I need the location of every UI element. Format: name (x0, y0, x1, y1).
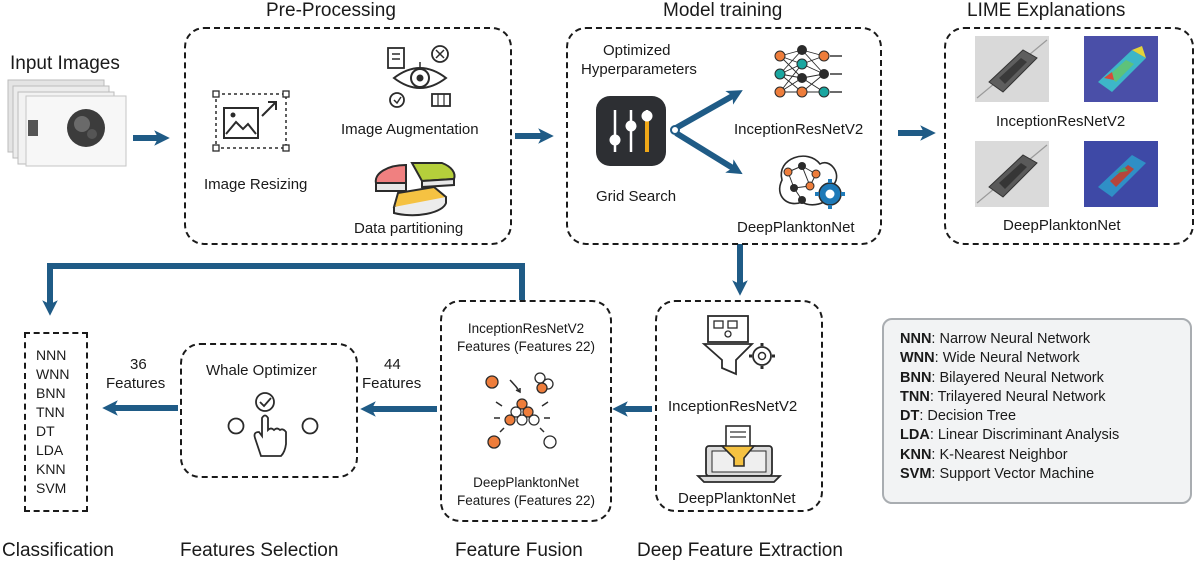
legend-full: : Wide Neural Network (934, 350, 1080, 367)
lime-box (944, 27, 1194, 245)
legend-abbr: WNN (900, 350, 935, 367)
lime-inception-heatmap-image (1084, 36, 1158, 102)
lime-model2-label: DeepPlanktonNet (1003, 217, 1121, 234)
legend-full: : K-Nearest Neighbor (931, 446, 1068, 463)
legend-full: : Bilayered Neural Network (931, 369, 1104, 386)
arrow-fusion-to-classification (42, 263, 525, 316)
grid-search-icon (596, 96, 666, 166)
legend-row: SVM: Support Vector Machine (900, 465, 1190, 484)
lime-model1-label: InceptionResNetV2 (996, 113, 1126, 130)
fusion-title: Feature Fusion (455, 540, 583, 561)
lime-deepplankton-original-image (975, 141, 1049, 207)
input-image-stack (7, 79, 127, 167)
legend-full: : Narrow Neural Network (931, 331, 1091, 347)
legend-full: : Trilayered Neural Network (929, 388, 1106, 405)
extraction-model1-label: InceptionResNetV2 (668, 398, 798, 415)
whale-optimizer-icon (227, 392, 319, 457)
selection-title: Features Selection (180, 540, 339, 561)
fusion-bottom-line1: DeepPlanktonNet (473, 475, 579, 490)
extraction-title: Deep Feature Extraction (637, 540, 843, 561)
selection-count-label: Features (106, 375, 166, 392)
training-title: Model training (663, 0, 783, 21)
legend-abbr: NNN (900, 331, 932, 347)
arrow-grid-to-model1 (674, 90, 743, 131)
deepplankton-network-icon (778, 155, 845, 209)
fusion-top-line1: InceptionResNetV2 (467, 321, 585, 336)
fusion-count-label: Features (362, 375, 422, 392)
fusion-top-label: InceptionResNetV2 Features (Features 22) (446, 320, 606, 356)
classification-box (24, 332, 88, 512)
legend-row: KNN: K-Nearest Neighbor (900, 446, 1190, 465)
classifier-item: DT (36, 423, 55, 439)
image-resizing-label: Image Resizing (204, 176, 308, 193)
lime-title: LIME Explanations (967, 0, 1126, 21)
legend-row: LDA: Linear Discriminant Analysis (900, 426, 1190, 445)
legend-abbr: LDA (900, 427, 930, 444)
data-partitioning-icon (374, 162, 456, 217)
preprocessing-title: Pre-Processing (266, 0, 396, 21)
fusion-count-number: 44 (384, 356, 401, 373)
hyperparameters-label-line1: Optimized (603, 42, 671, 59)
training-model1-label: InceptionResNetV2 (734, 121, 864, 138)
legend-full: : Support Vector Machine (931, 466, 1095, 483)
classifier-item: BNN (36, 385, 66, 401)
classifier-item: SVM (36, 480, 67, 496)
classifier-item: TNN (36, 404, 65, 420)
classifier-item: KNN (36, 461, 66, 477)
preprocessing-box (184, 27, 512, 245)
legend-row: BNN: Bilayered Neural Network (900, 369, 1190, 388)
grid-branch-node (670, 125, 680, 135)
legend-row: DT: Decision Tree (900, 407, 1190, 426)
legend-abbr: TNN (900, 388, 930, 405)
data-partitioning-label: Data partitioning (354, 220, 464, 237)
inception-network-icon (774, 45, 842, 98)
legend-abbr: SVM (900, 466, 932, 483)
selection-box (180, 343, 358, 478)
legend-row: NNN: Narrow Neural Network (900, 330, 1190, 349)
legend-full: : Decision Tree (919, 408, 1017, 425)
classifier-item: NNN (36, 347, 67, 363)
lime-inception-original-image (975, 36, 1049, 102)
fusion-top-line2: Features (Features 22) (456, 339, 596, 354)
selection-count-number: 36 (130, 356, 147, 373)
legend-abbr: BNN (900, 369, 932, 386)
inception-extraction-icon (701, 315, 775, 376)
classifier-item: LDA (36, 442, 64, 458)
legend-row: WNN: Wide Neural Network (900, 349, 1190, 368)
classifier-list: NNN WNN BNN TNN DT LDA KNN SVM (36, 346, 69, 498)
legend-abbr: DT (900, 408, 920, 425)
fusion-box (440, 300, 612, 522)
deepplankton-extraction-icon (695, 425, 783, 483)
legend-abbr: KNN (900, 446, 932, 463)
grid-search-label: Grid Search (596, 188, 677, 205)
abbreviation-legend: NNN: Narrow Neural Network WNN: Wide Neu… (882, 318, 1192, 504)
image-augmentation-icon (387, 45, 451, 108)
training-box (566, 27, 882, 245)
fusion-bottom-line2: Features (Features 22) (456, 493, 596, 508)
image-resizing-icon (212, 90, 290, 152)
classification-title: Classification (2, 540, 114, 561)
extraction-box (655, 300, 823, 512)
classifier-item: WNN (36, 366, 70, 382)
image-augmentation-label: Image Augmentation (341, 121, 479, 138)
whale-optimizer-label: Whale Optimizer (206, 362, 317, 379)
arrow-grid-to-model2 (674, 130, 743, 175)
input-title: Input Images (10, 53, 120, 74)
feature-fusion-icon (485, 372, 557, 449)
legend-row: TNN: Trilayered Neural Network (900, 388, 1190, 407)
hyperparameters-label-line2: Hyperparameters (581, 61, 697, 78)
extraction-model2-label: DeepPlanktonNet (678, 490, 796, 507)
training-model2-label: DeepPlanktonNet (737, 219, 855, 236)
fusion-bottom-label: DeepPlanktonNet Features (Features 22) (446, 474, 606, 510)
lime-deepplankton-heatmap-image (1084, 141, 1158, 207)
legend-full: : Linear Discriminant Analysis (929, 427, 1120, 444)
